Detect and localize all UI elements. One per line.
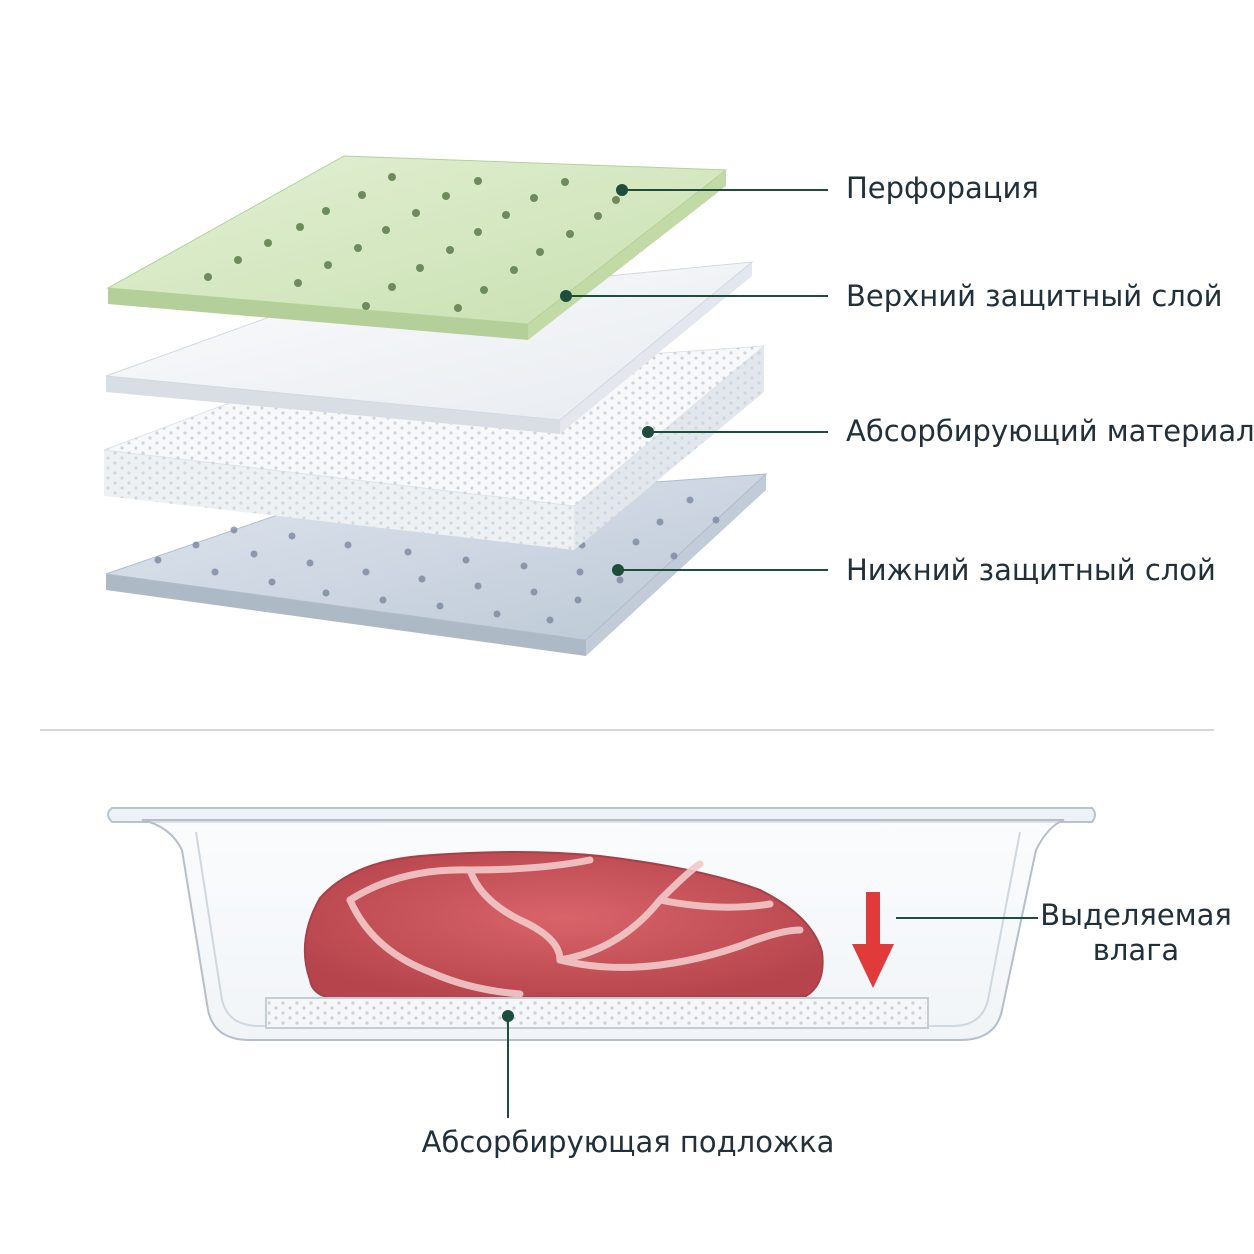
leader-absorbent [642, 426, 828, 438]
label-absorbent-pad: Абсорбирующая подложка [421, 1125, 835, 1159]
meat-piece [303, 851, 824, 1000]
leader-bottom-layer [612, 564, 828, 576]
label-moisture: Выделяемая влага [1036, 898, 1236, 968]
moisture-arrow [852, 892, 894, 988]
label-perforation: Перфорация [846, 171, 1039, 205]
leader-perforation [616, 184, 828, 196]
top-protective-layer [105, 261, 754, 434]
perforated-sheet-layer [106, 155, 728, 340]
leader-absorbent-pad [502, 1010, 514, 1118]
label-absorbent-material: Абсорбирующий материал [846, 414, 1254, 448]
absorbent-pad [265, 997, 929, 1029]
label-bottom-protective-layer: Нижний защитный слой [846, 553, 1216, 587]
label-moisture-line2: влага [1092, 932, 1180, 967]
label-top-protective-layer: Верхний защитный слой [846, 279, 1223, 313]
label-moisture-line1: Выделяемая [1040, 898, 1232, 932]
leader-top-layer [560, 290, 828, 302]
